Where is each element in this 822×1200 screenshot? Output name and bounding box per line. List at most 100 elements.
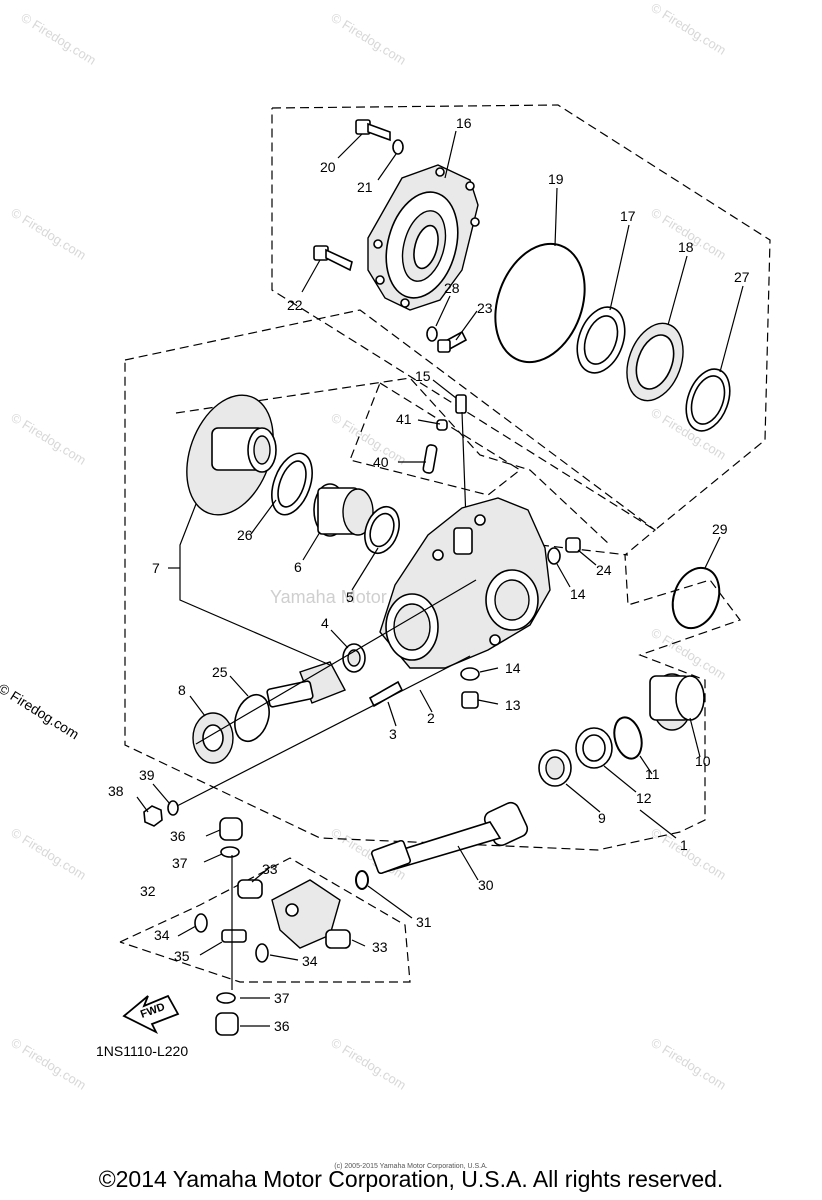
watermark: © Firedog.com (648, 0, 728, 58)
callout-14-lower: 14 (505, 660, 521, 676)
callout-13: 13 (505, 697, 521, 713)
nut-38 (143, 805, 163, 827)
needle-bearing-6 (313, 483, 374, 537)
part-number-labels: 16 20 21 22 19 17 18 27 28 23 15 41 40 2… (96, 115, 750, 1059)
callout-39: 39 (139, 767, 155, 783)
bearing-housing-cover (367, 164, 480, 311)
callout-33-lower: 33 (372, 939, 388, 955)
callout-34-left: 34 (154, 927, 170, 943)
callout-17: 17 (620, 208, 636, 224)
collar-9 (538, 749, 572, 787)
callout-19: 19 (548, 171, 564, 187)
circlip-37-lower (216, 992, 236, 1004)
bolt-20 (355, 119, 391, 142)
cover-group-outline (271, 104, 771, 531)
pinion-gear-25-shaft (266, 661, 346, 708)
side-dash (539, 544, 629, 556)
thrust-bearing-26 (271, 452, 313, 516)
gasket-14-upper (547, 547, 561, 565)
callout-29: 29 (712, 521, 728, 537)
callout-41: 41 (396, 411, 412, 427)
oil-seal-17 (576, 306, 626, 374)
callout-5: 5 (346, 589, 354, 605)
callout-2: 2 (427, 710, 435, 726)
bearing-4 (342, 643, 366, 673)
pins-40-41 (422, 419, 448, 474)
callout-12: 12 (636, 790, 652, 806)
drive-shaft-30 (370, 801, 529, 875)
o-ring-11 (613, 716, 643, 760)
bearing-36-upper (219, 817, 243, 841)
ring-gear-7 (186, 394, 277, 516)
callout-35: 35 (174, 948, 190, 964)
callout-4: 4 (321, 615, 329, 631)
washer-21 (392, 139, 404, 155)
group-outlines (119, 104, 771, 983)
callout-28: 28 (444, 280, 460, 296)
callout-8: 8 (178, 682, 186, 698)
callout-24: 24 (596, 562, 612, 578)
watermark: © Firedog.com (328, 10, 408, 68)
callout-38: 38 (108, 783, 124, 799)
bearing-33-lower (325, 929, 351, 949)
bearing-36-lower (215, 1012, 239, 1036)
callout-9: 9 (598, 810, 606, 826)
callout-3: 3 (389, 726, 397, 742)
watermark: © Firedog.com (18, 10, 98, 68)
callout-33-upper: 33 (262, 861, 278, 877)
washer-28 (426, 326, 438, 342)
universal-joint-group-outline (119, 857, 411, 983)
callout-22: 22 (287, 297, 303, 313)
callout-7: 7 (152, 560, 160, 576)
callout-37-lower: 37 (274, 990, 290, 1006)
circlip-31 (355, 870, 369, 890)
collar-5 (364, 505, 400, 555)
bearing-33-upper (237, 879, 263, 899)
breather-15 (455, 394, 467, 521)
callout-14-upper: 14 (570, 586, 586, 602)
callout-23: 23 (477, 300, 493, 316)
leader-lines (136, 130, 744, 1027)
drain-plug-13 (461, 691, 479, 709)
final-gear-case-2 (379, 497, 551, 669)
callout-10: 10 (695, 753, 711, 769)
oil-seal-12 (575, 727, 613, 769)
callout-25: 25 (212, 664, 228, 680)
watermark: © Firedog.com (8, 410, 88, 468)
washer-39 (167, 800, 179, 816)
callout-34-right: 34 (302, 953, 318, 969)
tiny-note: (c) 2005-2015 Yamaha Motor Corporation, … (334, 1163, 488, 1170)
callout-21: 21 (357, 179, 373, 195)
bolt-22 (313, 245, 353, 272)
o-ring-29 (671, 566, 721, 630)
callout-11: 11 (645, 766, 660, 782)
coupling-gear-10 (649, 673, 705, 731)
inner-outline (175, 377, 611, 546)
callout-30: 30 (478, 877, 494, 893)
circlip-34-left (194, 913, 208, 933)
watermark: © Firedog.com (8, 1035, 88, 1093)
copyright-footer: ©2014 Yamaha Motor Corporation, U.S.A. A… (98, 1166, 724, 1192)
o-ring-19 (494, 242, 586, 364)
plug-24 (565, 537, 581, 553)
bearing-8 (192, 712, 234, 764)
callout-40: 40 (373, 454, 389, 470)
circlip-37-upper (220, 846, 240, 858)
callout-27: 27 (734, 269, 750, 285)
watermark: © Firedog.com (648, 825, 728, 883)
watermark: © Firedog.com (328, 1035, 408, 1093)
callout-31: 31 (416, 914, 432, 930)
watermark: © Firedog.com (8, 205, 88, 263)
stud-3 (368, 680, 404, 708)
callout-32: 32 (140, 883, 156, 899)
callout-36-upper: 36 (170, 828, 186, 844)
final-drive-assembly-outline (124, 309, 741, 851)
gasket-14-lower (460, 667, 480, 681)
spider-35 (221, 855, 247, 990)
bearing-18 (626, 322, 684, 402)
callout-18: 18 (678, 239, 694, 255)
callout-37-upper: 37 (172, 855, 188, 871)
circlip-34-right (255, 943, 269, 963)
watermark: © Firedog.com (8, 825, 88, 883)
